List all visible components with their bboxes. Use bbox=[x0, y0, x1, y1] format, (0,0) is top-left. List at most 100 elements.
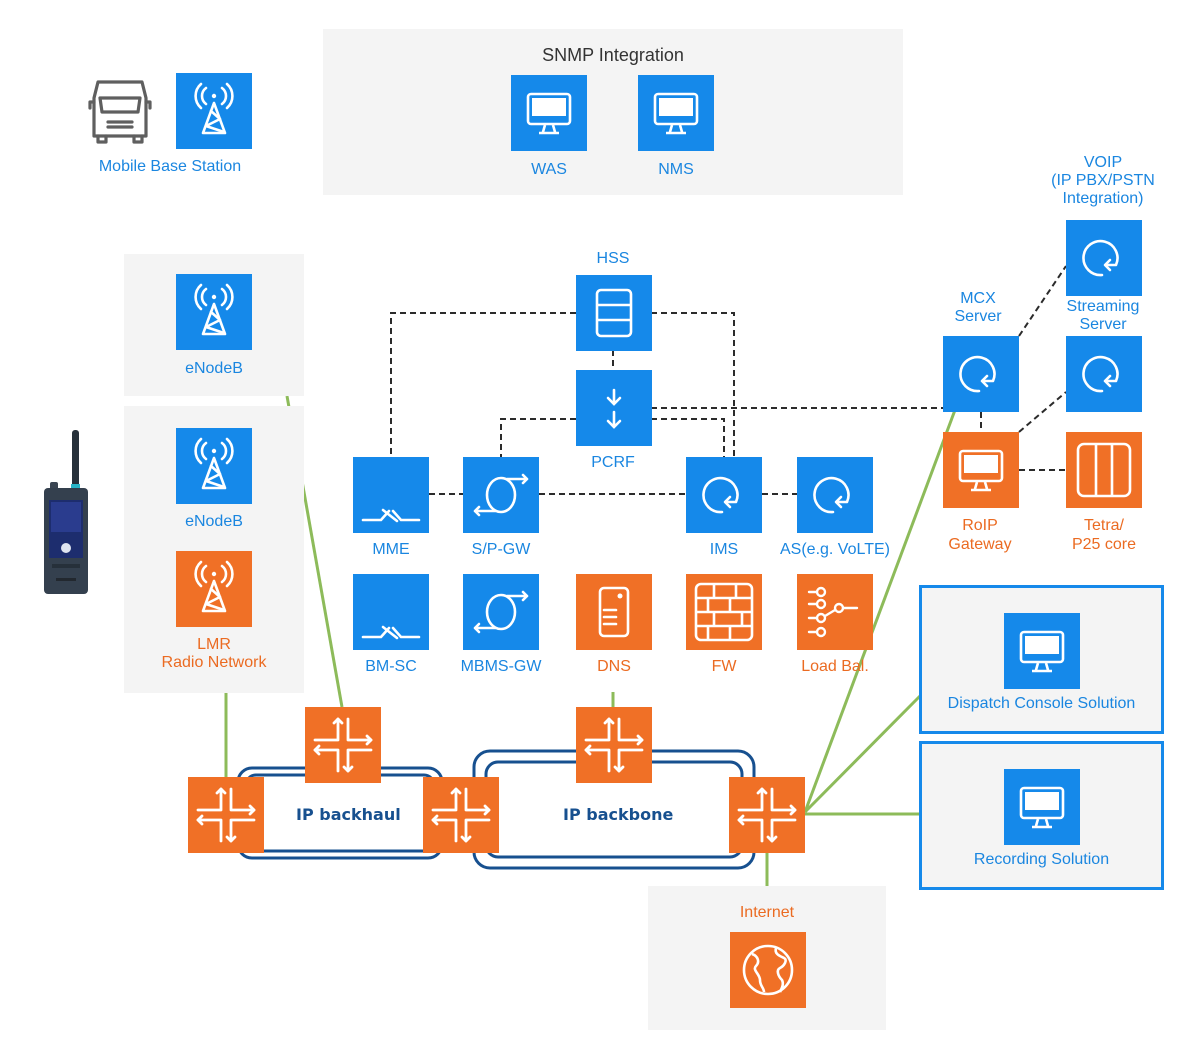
router-backhaul-backbone-junction[interactable] bbox=[423, 777, 499, 853]
monitor-icon bbox=[943, 432, 1019, 508]
ip-backhaul-label: IP backhaul bbox=[296, 805, 401, 824]
loop-arrows-icon bbox=[463, 457, 539, 533]
nms-label: NMS bbox=[658, 161, 694, 178]
nms-node[interactable] bbox=[638, 75, 714, 151]
internet-label: Internet bbox=[739, 904, 795, 921]
spgw-node[interactable] bbox=[463, 457, 539, 533]
roip-gateway-node[interactable] bbox=[943, 432, 1019, 508]
circular-arrow-icon bbox=[1066, 336, 1142, 412]
router-arrows-icon bbox=[423, 777, 499, 853]
enodeb-node[interactable] bbox=[176, 274, 252, 350]
router-arrows-icon bbox=[305, 707, 381, 783]
circular-arrow-icon bbox=[1066, 220, 1142, 296]
mcx-server-label-line2: Server bbox=[954, 308, 1002, 325]
mbms-gw-label: MBMS-GW bbox=[460, 658, 542, 675]
ims-node[interactable] bbox=[686, 457, 762, 533]
mcx-server-node[interactable] bbox=[943, 336, 1019, 412]
as-volte-label: AS(e.g. VoLTE) bbox=[780, 541, 890, 558]
fw-label: FW bbox=[711, 658, 737, 675]
tetra-label-line2: P25 core bbox=[1071, 536, 1137, 553]
bmsc-node[interactable] bbox=[353, 574, 429, 650]
load-balancer-label: Load Bal. bbox=[801, 658, 869, 675]
mobile-base-station-node[interactable] bbox=[176, 73, 252, 149]
dns-node[interactable] bbox=[576, 574, 652, 650]
recording-panel: Recording Solution bbox=[919, 741, 1164, 890]
lte-title: LTE Network bbox=[561, 224, 665, 244]
spgw-label: S/P-GW bbox=[471, 541, 531, 558]
lmr-label-line1: LMR bbox=[197, 636, 231, 653]
voip-node[interactable] bbox=[1066, 220, 1142, 296]
router-backhaul-top[interactable] bbox=[305, 707, 381, 783]
dispatch-console-node[interactable] bbox=[1004, 613, 1080, 689]
dispatch-backbone-link bbox=[803, 693, 923, 814]
circular-arrow-icon bbox=[686, 457, 762, 533]
lmr-label-line2: Radio Network bbox=[161, 654, 267, 671]
cell-tower-icon bbox=[176, 428, 252, 504]
pcrf-spgw-link bbox=[500, 418, 576, 457]
circular-arrow-icon bbox=[797, 457, 873, 533]
lmr-node[interactable] bbox=[176, 551, 252, 627]
radio-access-panel: eNodeB LMR Radio Network bbox=[124, 406, 304, 693]
mme-node[interactable] bbox=[353, 457, 429, 533]
fw-node[interactable] bbox=[686, 574, 762, 650]
hss-label: HSS bbox=[596, 250, 630, 267]
was-node[interactable] bbox=[511, 75, 587, 151]
globe-icon bbox=[730, 932, 806, 1008]
roip-label-line1: RoIP bbox=[962, 517, 998, 534]
mcx-server-label-line1: MCX bbox=[960, 290, 996, 307]
router-backbone-top[interactable] bbox=[576, 707, 652, 783]
van-icon bbox=[88, 80, 152, 144]
as-volte-node[interactable] bbox=[797, 457, 873, 533]
firewall-icon bbox=[686, 574, 762, 650]
router-arrows-icon bbox=[729, 777, 805, 853]
enodeb-label-2: eNodeB bbox=[185, 513, 243, 530]
load-balancer-node[interactable] bbox=[797, 574, 873, 650]
enodeb-label: eNodeB bbox=[185, 360, 243, 377]
pcrf-ims-link bbox=[651, 418, 725, 457]
cell-tower-icon bbox=[176, 274, 252, 350]
roip-streaming-link bbox=[1018, 391, 1067, 433]
recording-node[interactable] bbox=[1004, 769, 1080, 845]
server-icon bbox=[576, 574, 652, 650]
router-backhaul-left[interactable] bbox=[188, 777, 264, 853]
enodeb-node-2[interactable] bbox=[176, 428, 252, 504]
mcx-header: MCX Server bbox=[922, 29, 1161, 77]
monitor-icon bbox=[511, 75, 587, 151]
router-arrows-icon bbox=[188, 777, 264, 853]
streaming-server-node[interactable] bbox=[1066, 336, 1142, 412]
streaming-label-line2: Server bbox=[1079, 316, 1127, 333]
load-balancer-icon bbox=[797, 574, 873, 650]
switch-icon bbox=[353, 574, 429, 650]
hss-mme-link bbox=[390, 312, 576, 457]
voip-label-line1: VOIP bbox=[1083, 154, 1123, 171]
mme-label: MME bbox=[372, 541, 410, 558]
cell-tower-icon bbox=[176, 73, 252, 149]
internet-panel: Internet bbox=[648, 886, 886, 1030]
router-arrows-icon bbox=[576, 707, 652, 783]
mbms-gw-node[interactable] bbox=[463, 574, 539, 650]
switch-icon bbox=[353, 457, 429, 533]
router-backbone-right[interactable] bbox=[729, 777, 805, 853]
ims-label: IMS bbox=[709, 541, 739, 558]
recording-label: Recording Solution bbox=[973, 851, 1110, 868]
enodeb-panel: eNodeB bbox=[124, 254, 304, 396]
handheld-radio-device bbox=[44, 430, 88, 594]
snmp-title: SNMP Integration bbox=[542, 45, 684, 65]
dispatch-console-panel: Dispatch Console Solution bbox=[919, 585, 1164, 734]
dns-label: DNS bbox=[597, 658, 631, 675]
monitor-icon bbox=[1004, 769, 1080, 845]
pcrf-node[interactable] bbox=[576, 370, 652, 446]
voip-label-line3: Integration) bbox=[1062, 190, 1144, 207]
mobile-base-station-label: Mobile Base Station bbox=[98, 158, 242, 175]
monitor-icon bbox=[638, 75, 714, 151]
pcrf-label: PCRF bbox=[591, 454, 635, 471]
monitor-icon bbox=[1004, 613, 1080, 689]
tetra-label-line1: Tetra/ bbox=[1083, 517, 1124, 534]
tetra-p25-node[interactable] bbox=[1066, 432, 1142, 508]
ip-backbone-label: IP backbone bbox=[563, 805, 674, 824]
voip-label-line2: (IP PBX/PSTN bbox=[1051, 172, 1155, 189]
internet-node[interactable] bbox=[730, 932, 806, 1008]
loop-arrows-icon bbox=[463, 574, 539, 650]
cell-tower-icon bbox=[176, 551, 252, 627]
hss-node[interactable] bbox=[576, 275, 652, 351]
